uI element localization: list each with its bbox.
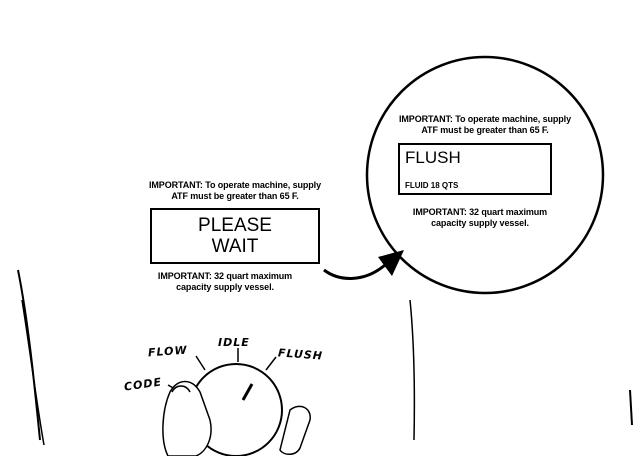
main-note-top-line2: ATF must be greater than 65 F. — [171, 191, 299, 201]
main-note-bottom: IMPORTANT: 32 quart maximum capacity sup… — [130, 271, 320, 293]
hand-illustration — [162, 380, 311, 456]
zoom-note-bottom: IMPORTANT: 32 quart maximum capacity sup… — [380, 207, 580, 229]
main-display-line1: PLEASE — [198, 215, 272, 236]
zoom-display-sub: FLUID 18 QTS — [405, 181, 459, 190]
zoom-display: FLUSH FLUID 18 QTS — [398, 143, 552, 195]
main-display: PLEASE WAIT — [150, 208, 320, 264]
zoom-display-main: FLUSH — [405, 148, 461, 167]
zoom-circle — [365, 55, 605, 295]
zoom-note-top: IMPORTANT: To operate machine, supply AT… — [370, 114, 600, 136]
machine-outline-right — [409, 299, 416, 441]
zoom-arrow — [323, 263, 386, 280]
dial-pointer — [241, 383, 254, 401]
zoom-note-top-line2: ATF must be greater than 65 F. — [421, 125, 549, 135]
main-note-top: IMPORTANT: To operate machine, supply AT… — [120, 180, 350, 202]
dial-label-idle: IDLE — [218, 336, 250, 349]
machine-outline-left-inner — [21, 299, 45, 446]
zoom-note-bottom-line1: IMPORTANT: 32 quart maximum — [412, 207, 548, 217]
main-note-bottom-line2: capacity supply vessel. — [176, 282, 274, 292]
main-note-top-line1: IMPORTANT: To operate machine, supply — [149, 180, 321, 190]
dial-label-flow: FLOW — [147, 343, 189, 360]
zoom-note-bottom-line2: capacity supply vessel. — [431, 218, 529, 228]
main-display-line2: WAIT — [211, 236, 259, 257]
machine-outline-left — [17, 269, 41, 441]
machine-outline-right-stub — [629, 389, 633, 426]
zoom-arrow-head — [378, 250, 404, 276]
main-note-bottom-line1: IMPORTANT: 32 quart maximum — [157, 271, 293, 281]
zoom-note-top-line1: IMPORTANT: To operate machine, supply — [399, 114, 571, 124]
